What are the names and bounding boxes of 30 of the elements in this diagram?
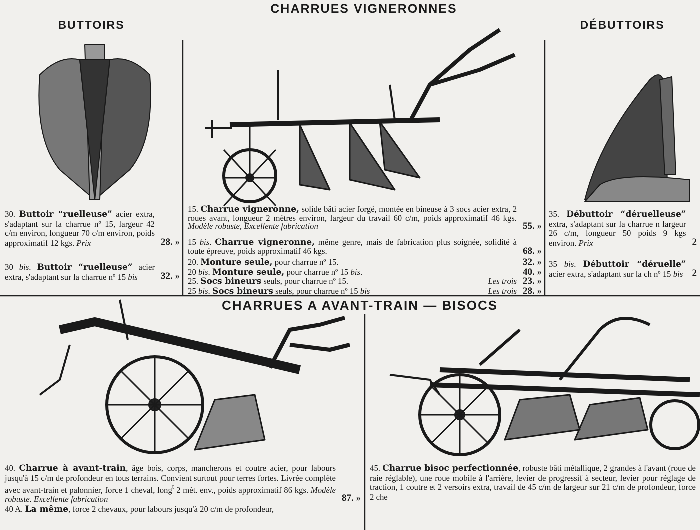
price: 87. »	[342, 495, 361, 505]
item-description: 45. Charrue bisoc perfectionnée, robuste bâti métallique, 2 grandes à l'avant (roue de raie réglable), une roue mobile à l'arrière, levier de progressif à secteur, levier pour réglage de traction, 1 coutre et 2 versoirs extra, travail de 45 c/m de largeur sur 21 c/m de profondeur, force 2 che	[370, 464, 696, 502]
price: 68. »	[523, 248, 542, 256]
item-description: 20. Monture seule, pour charrue nº 15.	[188, 259, 340, 268]
item-description: 40. Charrue à avant-train, âge bois, corps, mancherons et coutre acier, pour labours jusqu'à 15 c/m de profondeur en tous terrains. Convient surtout pour terres fortes. Livrée complète avec avant-train et palonnier, force 1 cheval, long$^{t}$ 2 mèt. env., poids approximatif 86 kgs. Modèle robuste. Excellente fabrication	[5, 464, 336, 505]
item-description: 25 bis. Socs bineurs seuls, pour charrue nº 15 bis	[188, 288, 372, 296]
price: 32. »	[523, 259, 542, 268]
item-description: 40 A. La même, force 2 chevaux, pour labours jusqu'à 20 c/m de profondeur,	[5, 505, 276, 516]
item-description: 35 bis. Débuttoir “déruelle” acier extra, s'adaptant sur la ch nº 15 bis	[549, 260, 686, 280]
item-description: 20 bis. Monture seule, pour charrue nº 15 bis.	[188, 268, 364, 278]
price: 28. »	[161, 238, 180, 248]
item-description: 15. Charrue vigneronne, solide bâti acier forgé, montée en bineuse à 3 socs acier extra, 2 roues avant, longueur 2 mètres environ, largeur du travail 60 c/m, poids approximatif 46 kgs. Modèle robuste, Excellente fabrication	[188, 206, 517, 232]
price: 2	[692, 238, 697, 248]
price: 32. »	[161, 273, 180, 282]
section-heading: CHARRUES VIGNERONNES	[270, 2, 458, 16]
quantity-note: Les trois	[488, 278, 517, 287]
item-description: 30. Buttoir “ruelleuse” acier extra, s'adaptant sur la charrue nº 15, largeur 42 c/m environ, longueur 70 c/m environ, poids approximatif 12 kgs. Prix	[5, 210, 155, 248]
price: 40. »	[523, 268, 542, 278]
item-description: 30 bis. Buttoir “ruelleuse” acier extra, s'adaptant sur la charrue nº 15 bis	[5, 263, 155, 282]
section-heading: DÉBUTTOIRS	[579, 20, 666, 32]
quantity-note: Les trois	[488, 288, 517, 296]
item-description: 15 bis. Charrue vigneronne, même genre, mais de fabrication plus soignée, solidité à toute épreuve, poids approximatif 46 kgs.	[188, 239, 517, 256]
section-heading: BUTTOIRS	[57, 20, 126, 32]
item-description: 35. Débuttoir “déruelleuse” extra, s'adaptant sur la charrue n largeur 26 c/m, longueur 50 poids 9 kgs environ. Prix	[549, 210, 686, 248]
price: 2	[692, 270, 697, 280]
price: 55. »	[523, 223, 542, 232]
price: 23. »	[523, 278, 542, 287]
price: 28. »	[523, 288, 542, 296]
section-heading: CHARRUES A AVANT-TRAIN — BISOCS	[220, 298, 500, 313]
item-description: 25. Socs bineurs seuls, pour charrue nº 15.	[188, 278, 350, 287]
